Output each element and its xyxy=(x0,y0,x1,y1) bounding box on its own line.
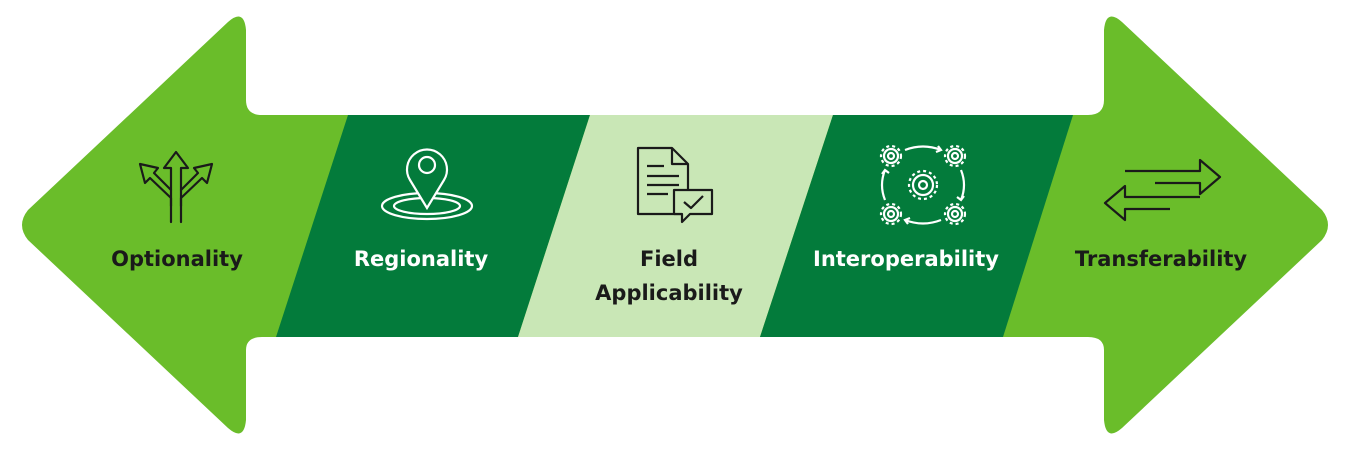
regionality-band xyxy=(276,115,590,337)
swap-arrows-icon xyxy=(1103,158,1222,222)
interoperability-label: Interoperability xyxy=(813,247,999,271)
field-applicability-band xyxy=(518,115,833,337)
connected-gears-icon xyxy=(879,144,967,226)
diverging-arrows-icon xyxy=(138,150,214,224)
location-pin-icon xyxy=(380,148,474,221)
field-applicability-label-line2: Applicability xyxy=(595,281,743,305)
regionality-label: Regionality xyxy=(353,247,489,271)
interoperability-band xyxy=(760,115,1073,337)
document-check-icon xyxy=(636,146,714,224)
optionality-label: Optionality xyxy=(111,247,243,271)
field-applicability-label-line1: Field xyxy=(639,247,699,271)
transferability-label: Transferability xyxy=(1074,247,1248,271)
